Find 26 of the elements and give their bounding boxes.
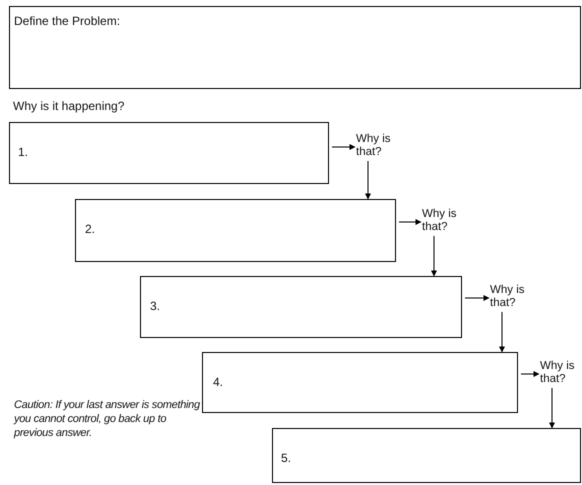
answer-box xyxy=(140,276,462,338)
arrow xyxy=(549,388,555,428)
answer-box xyxy=(272,428,581,483)
arrow xyxy=(398,219,422,225)
box-label: 4. xyxy=(213,375,224,389)
arrow xyxy=(464,295,490,301)
box-label: 3. xyxy=(150,299,160,313)
answer-box xyxy=(202,352,518,413)
arrow xyxy=(520,371,540,377)
arrow xyxy=(332,144,356,150)
box-label: Define the Problem: xyxy=(14,14,120,28)
box-label: 5. xyxy=(281,451,292,465)
question-text: Why is that? xyxy=(356,133,392,159)
caution-note: Caution: If your last answer is something you cannot control, go back up to previous answer. xyxy=(14,398,201,440)
arrow xyxy=(365,160,371,200)
question-text: Why is that? xyxy=(422,208,458,234)
answer-box xyxy=(75,199,396,262)
box-label: 2. xyxy=(85,222,96,236)
answer-box xyxy=(9,6,581,89)
arrow xyxy=(431,236,437,276)
answer-box xyxy=(9,122,329,184)
question-text: Why is that? xyxy=(540,360,576,386)
arrow xyxy=(499,312,505,352)
section-heading: Why is it happening? xyxy=(13,99,126,113)
box-label: 1. xyxy=(18,145,28,159)
question-text: Why is that? xyxy=(490,284,526,310)
